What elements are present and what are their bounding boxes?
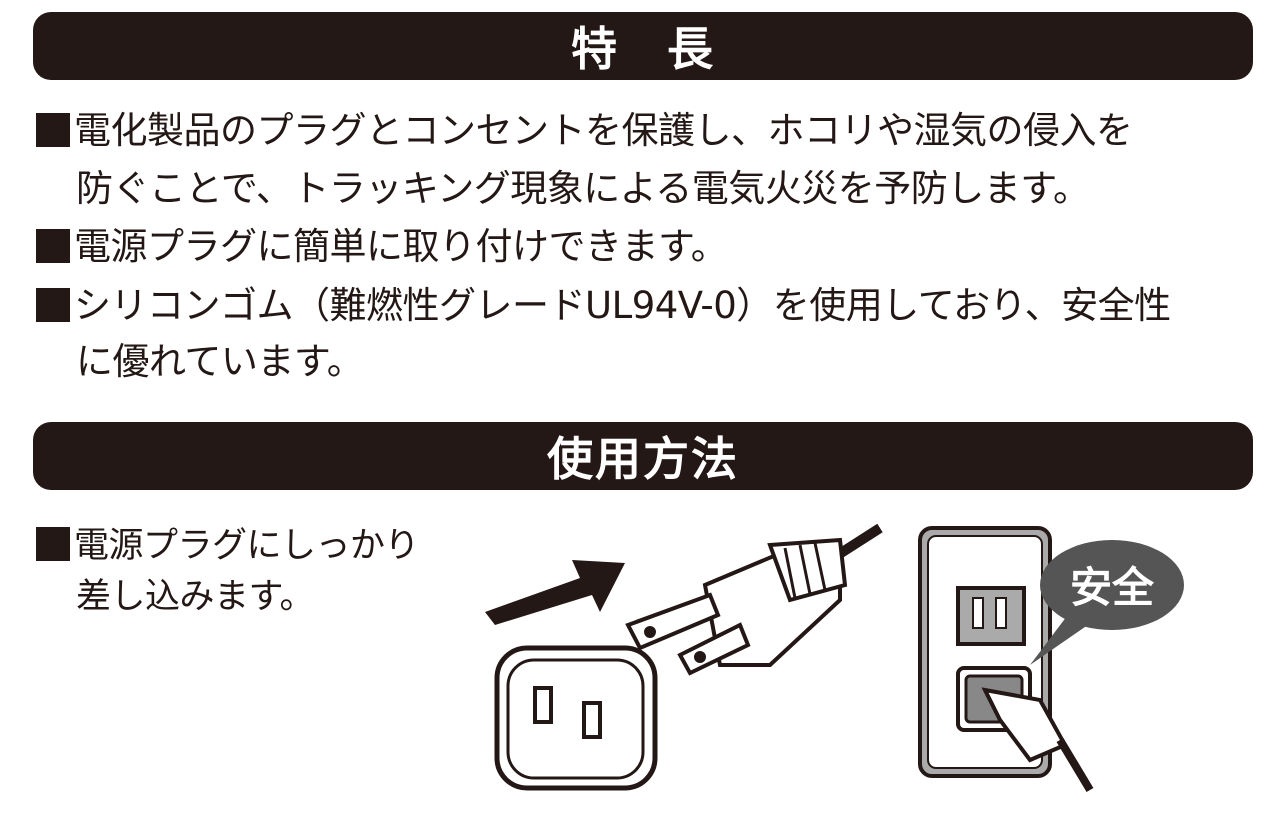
- silicone-cover-icon: [494, 645, 658, 791]
- safety-bubble: 安全: [1030, 540, 1184, 665]
- feature-item-1-cont: 防ぐことで、トラッキング現象による電気火災を予防します。: [76, 170, 1090, 207]
- usage-title: 使用方法: [547, 432, 739, 486]
- usage-header: 使用方法: [33, 422, 1253, 490]
- usage-instruction-cont: 差し込みます。: [76, 577, 315, 617]
- insert-arrow-icon: [485, 560, 625, 625]
- wall-outlet-icon: [918, 526, 1094, 793]
- bubble-label: 安全: [1070, 563, 1155, 612]
- bullet-square-icon: [36, 288, 70, 322]
- feature-text: 防ぐことで、トラッキング現象による電気火災を予防します。: [76, 167, 1090, 210]
- feature-item-3-cont: に優れています。: [76, 340, 364, 383]
- feature-item-3: シリコンゴム（難燃性グレードUL94V-0）を使用しており、安全性: [36, 287, 1171, 324]
- usage-instruction: 電源プラグにしっかり: [36, 526, 420, 566]
- bullet-square-icon: [36, 527, 70, 561]
- feature-text: に優れています。: [76, 340, 364, 383]
- feature-item-2: 電源プラグに簡単に取り付けできます。: [36, 225, 728, 268]
- usage-text: 電源プラグにしっかり: [74, 526, 420, 566]
- feature-text: 電化製品のプラグとコンセントを保護し、ホコリや湿気の侵入を: [74, 109, 1133, 152]
- bullet-square-icon: [36, 113, 70, 147]
- usage-text: 差し込みます。: [76, 577, 315, 617]
- power-plug-icon: [625, 537, 848, 676]
- features-header: 特 長: [33, 12, 1253, 80]
- bullet-square-icon: [36, 229, 70, 263]
- feature-text: 電源プラグに簡単に取り付けできます。: [74, 225, 728, 268]
- feature-text: シリコンゴム（難燃性グレードUL94V-0）を使用しており、安全性: [74, 284, 1171, 327]
- feature-item-1: 電化製品のプラグとコンセントを保護し、ホコリや湿気の侵入を: [36, 112, 1133, 149]
- features-title: 特 長: [571, 22, 715, 76]
